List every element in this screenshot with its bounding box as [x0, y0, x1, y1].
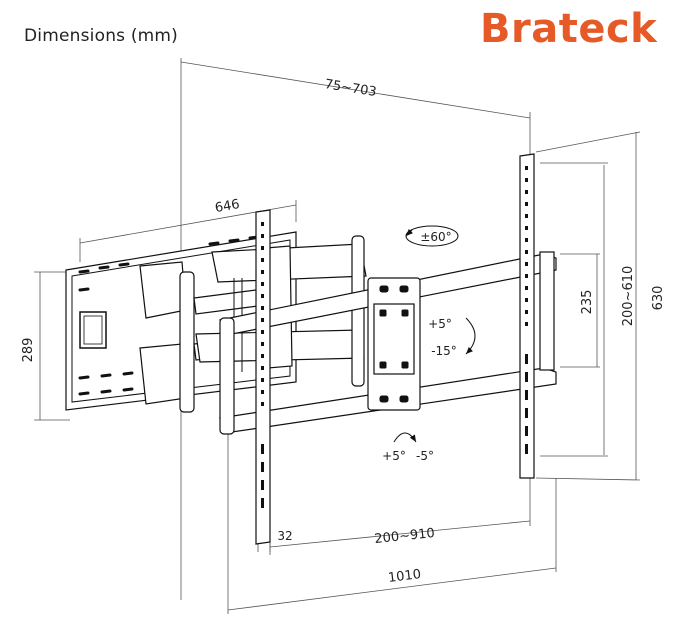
- dim-mount-height: 630: [535, 131, 666, 481]
- swing-arms: [139, 235, 367, 413]
- dim-arm-depth-label: 646: [214, 197, 241, 216]
- swivel-label: ±60°: [420, 230, 451, 244]
- tilt-up-label: +5°: [428, 317, 452, 331]
- dim-vesa-vertical: 200~610: [540, 162, 636, 457]
- dim-mount-height-label: 630: [651, 286, 666, 311]
- dim-small-offset-label: 32: [277, 529, 292, 543]
- dim-panel-height-label: 289: [21, 338, 36, 363]
- swivel-indicator: ±60°: [405, 225, 459, 247]
- dim-panel-height: 289: [21, 271, 70, 421]
- dim-total-width-label: 1010: [387, 567, 422, 586]
- dim-vesa-vertical-label: 200~610: [621, 266, 636, 327]
- dim-inner-height: 235: [560, 253, 600, 368]
- right-vertical-bracket: [519, 153, 535, 479]
- roll-neg-label: -5°: [416, 449, 434, 463]
- dim-top-width-label: 75~703: [324, 77, 378, 100]
- dim-vesa-horizontal-label: 200~910: [374, 526, 436, 547]
- left-vertical-bracket: [255, 209, 271, 545]
- dim-total-width: 1010: [227, 430, 557, 614]
- roll-pos-label: +5°: [382, 449, 406, 463]
- tilt-plate: [367, 277, 421, 411]
- tilt-down-label: -15°: [431, 344, 457, 358]
- diagram-title: Dimensions (mm): [24, 26, 179, 46]
- roll-indicator: +5° -5°: [382, 432, 434, 463]
- dim-vesa-horizontal: 200~910: [269, 470, 531, 555]
- brand-logo: Brateck: [480, 6, 658, 52]
- dim-inner-height-label: 235: [580, 290, 595, 315]
- tilt-indicator: +5° -15°: [428, 317, 476, 358]
